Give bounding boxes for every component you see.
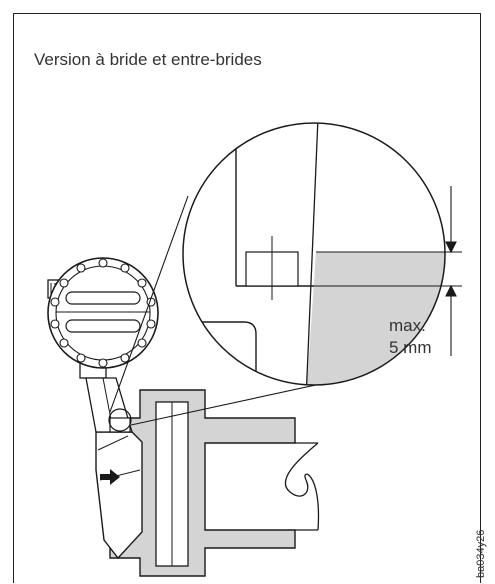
drawing-code: ba034y26 <box>475 529 487 578</box>
dimension-label-max: max. <box>389 316 426 335</box>
cover-bolts <box>50 258 156 368</box>
dim-arrow-up-icon <box>445 284 457 297</box>
flange-pipe-assembly <box>109 389 320 577</box>
pipe-break <box>284 442 320 531</box>
figure-frame <box>13 13 481 583</box>
dimension-label-value: 5 mm <box>389 338 432 357</box>
figure-title: Version à bride et entre-brides <box>34 50 262 69</box>
dim-arrow-down-icon <box>445 241 457 254</box>
transmitter-housing <box>47 257 159 369</box>
flow-arrow-icon <box>100 469 120 485</box>
sensor-body <box>79 351 143 560</box>
detail-leader-lines <box>109 195 349 426</box>
detail-gasket-area <box>306 252 445 385</box>
sensor-neck <box>95 431 143 560</box>
gap-dimension <box>440 186 462 356</box>
housing-cover <box>47 257 159 369</box>
detail-marker-circle <box>108 408 132 432</box>
